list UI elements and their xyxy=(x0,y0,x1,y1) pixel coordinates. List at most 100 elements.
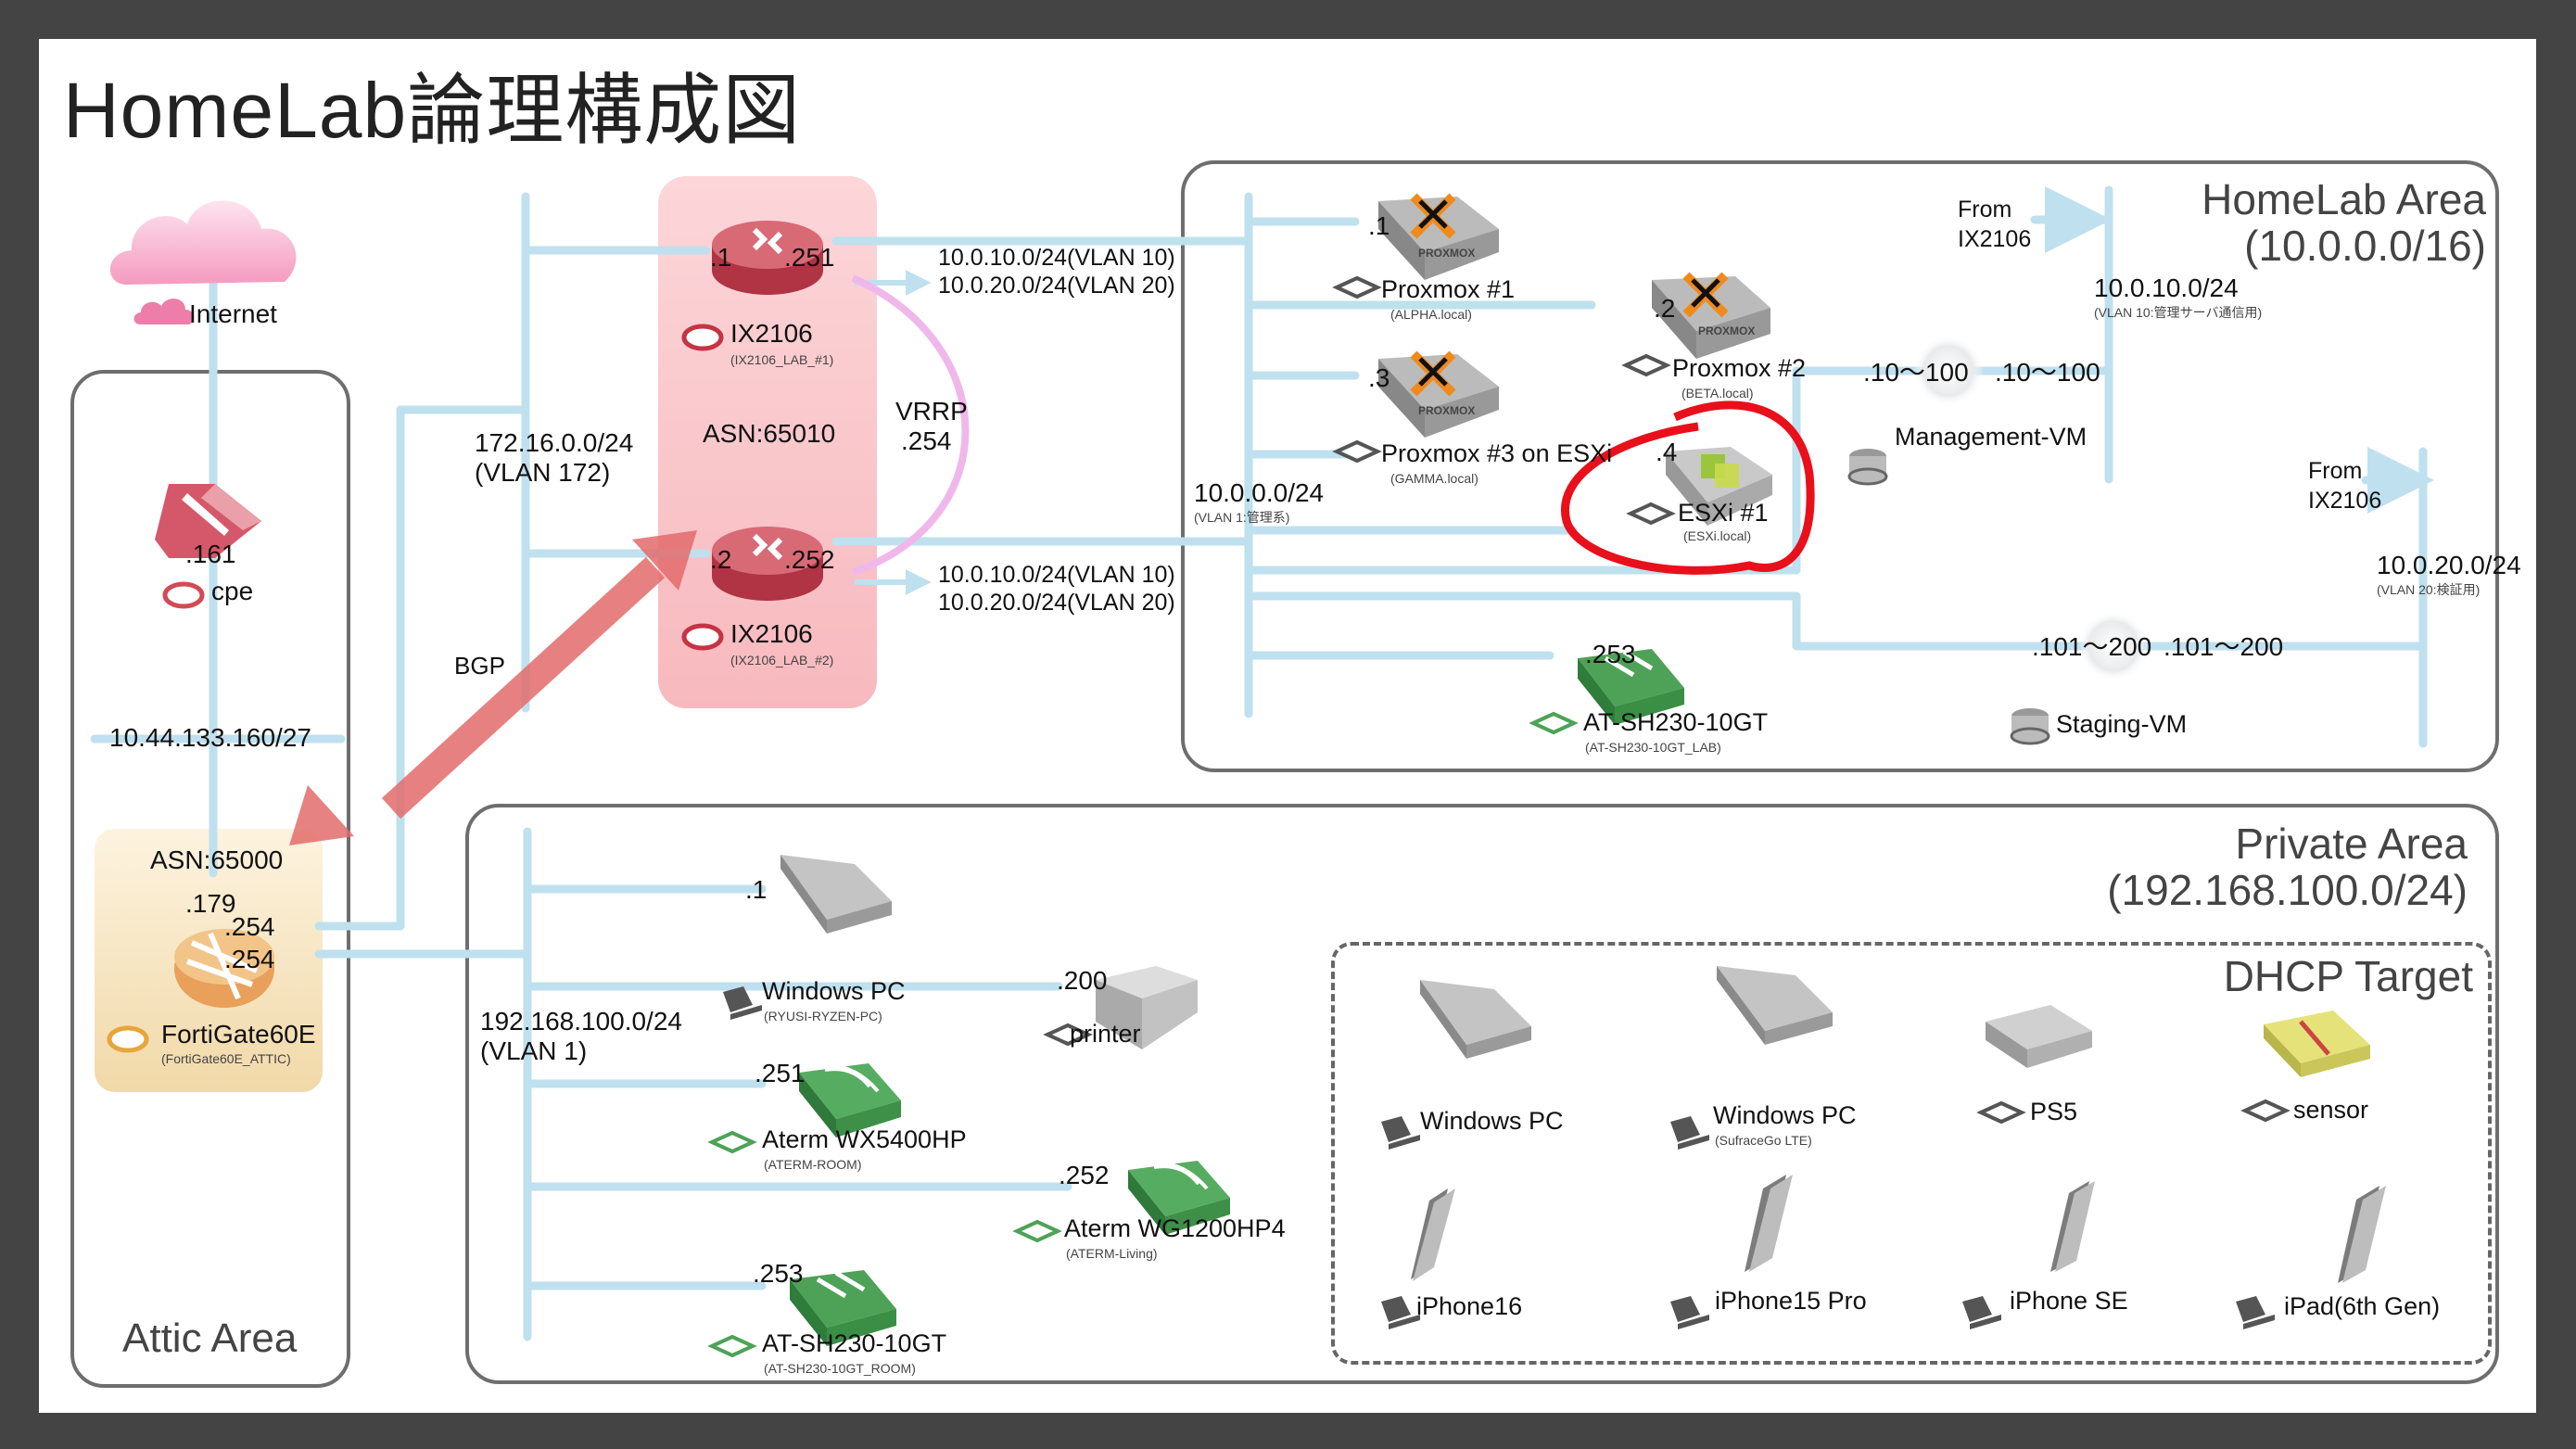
dhcp-phones-icons xyxy=(1411,1175,2386,1283)
router2-addr-left: .2 xyxy=(710,545,732,574)
esxi-icon xyxy=(1666,447,1772,526)
private-switch-icon xyxy=(790,1270,896,1346)
from-ix2106-label-4: IX2106 xyxy=(2308,488,2382,514)
private-switch-address: .253 xyxy=(753,1259,804,1288)
private-network-vlan: (VLAN 1) xyxy=(480,1036,588,1065)
network-lines xyxy=(90,185,2434,1358)
proxmox1-hostname: (ALPHA.local) xyxy=(1390,307,1472,322)
private-pc-label: Windows PC xyxy=(762,977,906,1005)
dhcp-windows-pc-2-label: Windows PC xyxy=(1713,1101,1857,1129)
dhcp-ipad-label: iPad(6th Gen) xyxy=(2284,1292,2441,1320)
core-network-vlan: (VLAN 172) xyxy=(475,458,611,487)
router1-addr-right: .251 xyxy=(784,243,835,272)
proxmox-2-icon xyxy=(1652,272,1770,359)
dhcp-iphone15pro-label: iPhone15 Pro xyxy=(1715,1287,1867,1315)
fortigate-addr-179: .179 xyxy=(185,889,236,918)
internet-label: Internet xyxy=(189,299,277,328)
homelab-area-subnet: (10.0.0.0/16) xyxy=(2244,222,2486,270)
router1-route-vlan20: 10.0.20.0/24(VLAN 20) xyxy=(938,273,1175,299)
homelab-area-box xyxy=(1181,160,2499,772)
esxi-label: ESXi #1 xyxy=(1678,499,1769,527)
proxmox2-label: Proxmox #2 xyxy=(1672,354,1807,382)
router1-route-vlan10: 10.0.10.0/24(VLAN 10) xyxy=(938,245,1175,271)
dhcp-iphonese-label: iPhone SE xyxy=(2010,1287,2128,1315)
router2-route-vlan20: 10.0.20.0/24(VLAN 20) xyxy=(938,590,1175,616)
private-area-label: Private Area xyxy=(2235,820,2468,868)
private-switch-hostname: (AT-SH230-10GT_ROOM) xyxy=(764,1361,916,1376)
router1-hostname: (IX2106_LAB_#1) xyxy=(730,352,834,367)
wan-network: 10.44.133.160/27 xyxy=(109,723,311,752)
from-ix2106-label-3: From xyxy=(2308,458,2363,484)
vm-icons xyxy=(1847,449,2050,745)
printer-icon xyxy=(1096,966,1198,1049)
core-network: 172.16.0.0/24 xyxy=(475,428,634,457)
ix2106-router-1-icon xyxy=(712,221,823,295)
router1-addr-left: .1 xyxy=(710,243,732,272)
proxmox3-hostname: (GAMMA.local) xyxy=(1390,471,1478,486)
attic-area-label: Attic Area xyxy=(122,1316,298,1361)
highlight-circle xyxy=(1560,400,1815,575)
printer-address: .200 xyxy=(1057,966,1108,995)
pc-marker-icon xyxy=(723,986,762,1020)
vlan20-description: (VLAN 20:検証用) xyxy=(2377,582,2481,597)
private-area-subnet: (192.168.100.0/24) xyxy=(2107,866,2468,914)
proxmox2-address: .2 xyxy=(1654,294,1676,323)
mgmt-vlan: (VLAN 1:管理系) xyxy=(1194,510,1290,525)
homelab-switch-icon xyxy=(1578,649,1684,725)
esxi-hostname: (ESXi.local) xyxy=(1683,528,1752,543)
router2-label: IX2106 xyxy=(730,619,813,648)
proxmox1-brand: PROXMOX xyxy=(1418,247,1476,260)
proxmox-3-icon xyxy=(1378,350,1499,438)
dhcp-pc-1-icon xyxy=(1420,980,1531,1059)
dhcp-iphone16-label: iPhone16 xyxy=(1416,1292,1523,1320)
cpe-address: .161 xyxy=(185,540,236,568)
diagram-canvas: HomeLab論理構成図 xyxy=(39,39,2536,1413)
internet-cloud-icon xyxy=(109,200,297,324)
homelab-switch-address: .253 xyxy=(1585,640,1636,668)
proxmox3-address: .3 xyxy=(1368,363,1390,392)
mgmt-network: 10.0.0.0/24 xyxy=(1194,478,1325,507)
dhcp-target-label: DHCP Target xyxy=(2223,952,2473,1000)
bgp-arrow xyxy=(289,530,697,845)
proxmox1-address: .1 xyxy=(1368,211,1390,240)
bgp-label: BGP xyxy=(454,652,505,680)
fortigate-label: FortiGate60E xyxy=(161,1020,316,1049)
staging-vm-label: Staging-VM xyxy=(2056,710,2188,738)
fortigate-addr-254-upper: .254 xyxy=(224,912,275,941)
vrrp-address: .254 xyxy=(901,426,952,455)
private-network: 192.168.100.0/24 xyxy=(480,1007,682,1036)
sensor-icon xyxy=(2264,1010,2370,1077)
homelab-switch-hostname: (AT-SH230-10GT_LAB) xyxy=(1585,740,1721,755)
from-ix2106-label-2: IX2106 xyxy=(1958,226,2032,252)
cpe-icon xyxy=(155,484,261,558)
dhcp-windows-pc-1-label: Windows PC xyxy=(1420,1107,1564,1135)
proxmox1-label: Proxmox #1 xyxy=(1381,275,1516,303)
ap-2-icon xyxy=(1128,1161,1230,1235)
ap1-address: .251 xyxy=(755,1059,806,1087)
proxmox2-hostname: (BETA.local) xyxy=(1681,386,1754,400)
esxi-address: .4 xyxy=(1656,438,1678,466)
mgmt-range-left: .10～100 xyxy=(1863,358,1969,387)
fortigate-asn: ASN:65000 xyxy=(150,845,284,874)
homelab-area-label: HomeLab Area xyxy=(2202,175,2486,223)
ap2-label: Aterm WG1200HP4 xyxy=(1064,1214,1286,1242)
dhcp-sensor-label: sensor xyxy=(2293,1096,2369,1124)
router2-hostname: (IX2106_LAB_#2) xyxy=(730,653,834,667)
ix2106-router-2-icon xyxy=(712,527,823,601)
router2-route-vlan10: 10.0.10.0/24(VLAN 10) xyxy=(938,562,1175,588)
vlan10-description: (VLAN 10:管理サーバ通信用) xyxy=(2094,305,2263,320)
private-pc-address: .1 xyxy=(745,875,768,904)
ap-1-icon xyxy=(799,1063,901,1138)
ap2-hostname: (ATERM-Living) xyxy=(1066,1246,1158,1261)
homelab-switch-label: AT-SH230-10GT xyxy=(1583,708,1769,736)
proxmox3-brand: PROXMOX xyxy=(1418,404,1476,417)
proxmox-1-icon xyxy=(1378,193,1499,280)
ap1-label: Aterm WX5400HP xyxy=(762,1125,967,1153)
dhcp-pc-2-icon xyxy=(1717,966,1833,1045)
fortigate-addr-254-lower: .254 xyxy=(224,945,275,973)
staging-range-right: .101～200 xyxy=(2164,632,2284,661)
cpe-label: cpe xyxy=(211,577,254,605)
vlan10-network: 10.0.10.0/24 xyxy=(2094,273,2239,302)
core-asn: ASN:65010 xyxy=(703,419,836,448)
mgmt-range-right: .10～100 xyxy=(1995,358,2100,387)
